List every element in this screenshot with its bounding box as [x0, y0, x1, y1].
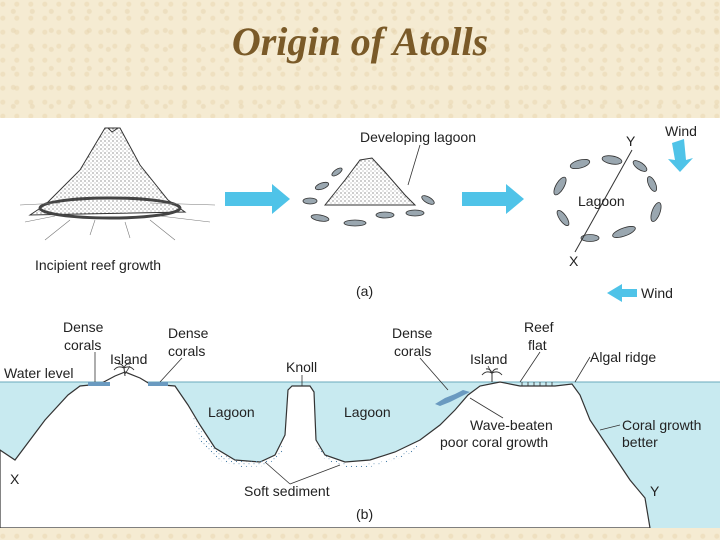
volcano-stage-1 [19, 127, 216, 241]
label-coral-growth-a: Coral growth [622, 417, 701, 433]
cross-section [0, 363, 720, 528]
label-dense-corals-2a: Dense [168, 325, 209, 341]
label-knoll: Knoll [286, 359, 317, 375]
wind-arrow-diagonal [668, 139, 693, 172]
label-wind-top: Wind [665, 123, 697, 139]
label-reef-flat-a: Reef [524, 319, 554, 335]
label-incipient: Incipient reef growth [35, 257, 161, 273]
label-wave-beaten-b: poor coral growth [440, 434, 548, 450]
label-dense-corals-3a: Dense [392, 325, 433, 341]
caption-b: (b) [356, 506, 373, 522]
label-y-b: Y [650, 483, 660, 499]
label-island-1: Island [110, 351, 147, 367]
label-algal-ridge: Algal ridge [590, 349, 656, 365]
label-lagoon-a: Lagoon [578, 193, 625, 209]
label-island-2: Island [470, 351, 507, 367]
diagram-panel: Incipient reef growth Developing lagoon … [0, 118, 720, 528]
wind-arrow-left [607, 284, 637, 302]
label-lagoon-left: Lagoon [208, 404, 255, 420]
arrow-right-2 [462, 184, 524, 214]
transect-xy [574, 149, 633, 253]
label-x-a: X [569, 253, 579, 269]
label-y-a: Y [626, 133, 636, 149]
label-dense-corals-1a: Dense [63, 319, 104, 335]
atoll-ring [553, 155, 662, 242]
arrow-right-1 [225, 184, 290, 214]
label-x-b: X [10, 471, 20, 487]
label-developing: Developing lagoon [360, 129, 476, 145]
label-wind-bottom: Wind [641, 285, 673, 301]
volcano-stage-2 [302, 144, 435, 227]
page-title: Origin of Atolls [231, 19, 489, 64]
atoll-diagram: Incipient reef growth Developing lagoon … [0, 123, 720, 528]
caption-a: (a) [356, 283, 373, 299]
label-soft-sediment: Soft sediment [244, 483, 330, 499]
label-coral-growth-b: better [622, 434, 658, 450]
label-lagoon-right: Lagoon [344, 404, 391, 420]
label-water-level: Water level [4, 365, 74, 381]
label-reef-flat-b: flat [528, 337, 547, 353]
label-dense-corals-2b: corals [168, 343, 205, 359]
label-dense-corals-3b: corals [394, 343, 431, 359]
label-dense-corals-1b: corals [64, 337, 101, 353]
algal-ridge-bumps [521, 382, 553, 386]
label-wave-beaten-a: Wave-beaten [470, 417, 553, 433]
